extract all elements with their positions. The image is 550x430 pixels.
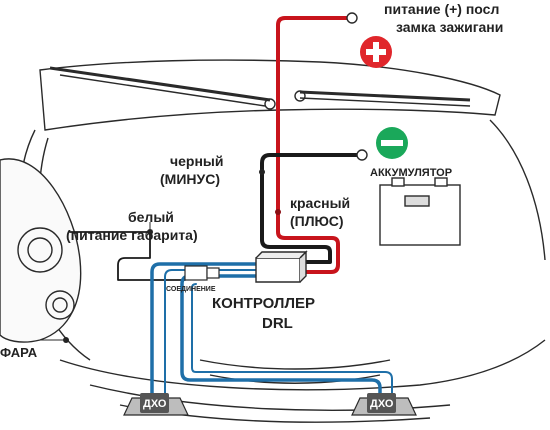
- ignition-power-label-line1: питание (+) посл: [384, 1, 500, 17]
- ignition-terminal: [346, 12, 358, 24]
- connection-plug: [184, 265, 220, 281]
- red-plus-wire: [276, 16, 354, 274]
- connection-label: СОЕДИНЕНИЕ: [166, 286, 216, 293]
- battery-label: АККУМУЛЯТОР: [370, 167, 453, 179]
- battery: [379, 177, 461, 246]
- white-sidelight-wire: [69, 231, 186, 281]
- drl-lamp-left-label: ДХО: [143, 398, 167, 410]
- white-wire-label-line1: белый: [128, 209, 174, 225]
- minus-badge-icon: [376, 127, 408, 159]
- white-wire-label-line2: (питание габарита): [66, 227, 198, 243]
- controller-label-line1: КОНТРОЛЛЕР: [212, 295, 315, 312]
- headlight-label: ФАРА: [0, 345, 38, 360]
- controller-label-line2: DRL: [262, 315, 293, 332]
- ignition-power-label-line2: замка зажигани: [396, 19, 504, 35]
- plus-badge-icon: [360, 36, 392, 68]
- battery-minus-terminal: [356, 149, 368, 161]
- red-wire-label-line1: красный: [290, 195, 351, 211]
- wire-splice-dots: [63, 169, 281, 343]
- blue-drl-wire-right-inner: [191, 283, 393, 396]
- controller-box: [255, 250, 308, 283]
- terminals: [346, 12, 368, 161]
- leader-lines: [40, 222, 151, 341]
- red-wire-label-line2: (ПЛЮС): [290, 213, 344, 229]
- blue-drl-wire-left-inner: [164, 269, 257, 396]
- wires: [69, 16, 393, 397]
- drl-lamp-left-tag: ДХО: [140, 393, 170, 413]
- drl-lamp-right-label: ДХО: [370, 398, 394, 410]
- black-wire-label-line2: (МИНУС): [160, 171, 220, 187]
- black-wire-label-line1: черный: [170, 153, 224, 169]
- black-minus-wire: [260, 153, 362, 264]
- drl-lamp-right-tag: ДХО: [367, 393, 397, 413]
- blue-drl-wire-right: [180, 274, 382, 397]
- blue-drl-wire-left: [150, 262, 258, 397]
